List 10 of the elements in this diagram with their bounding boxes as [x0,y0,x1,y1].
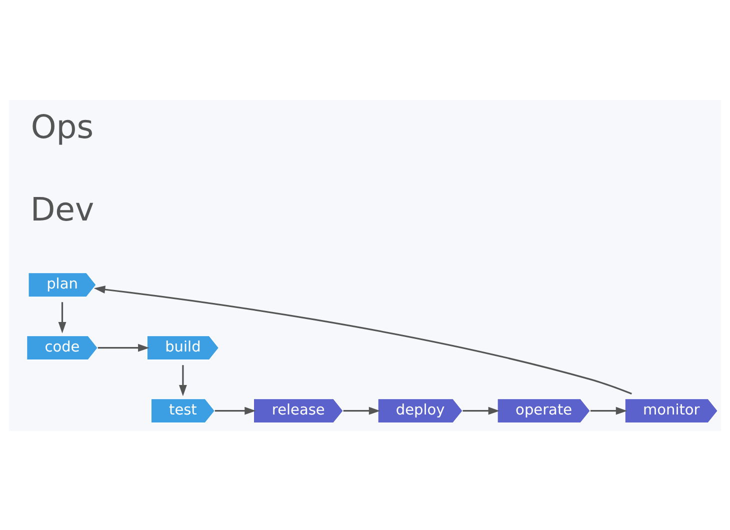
arrow [58,302,66,333]
label: Dev [30,190,94,228]
arrow [462,406,500,414]
arrow [590,406,628,414]
arrow [178,364,187,396]
arrow [94,285,632,394]
arrow [98,343,150,352]
arrow [343,406,380,414]
label: Ops [30,107,94,146]
arrow [214,406,256,414]
